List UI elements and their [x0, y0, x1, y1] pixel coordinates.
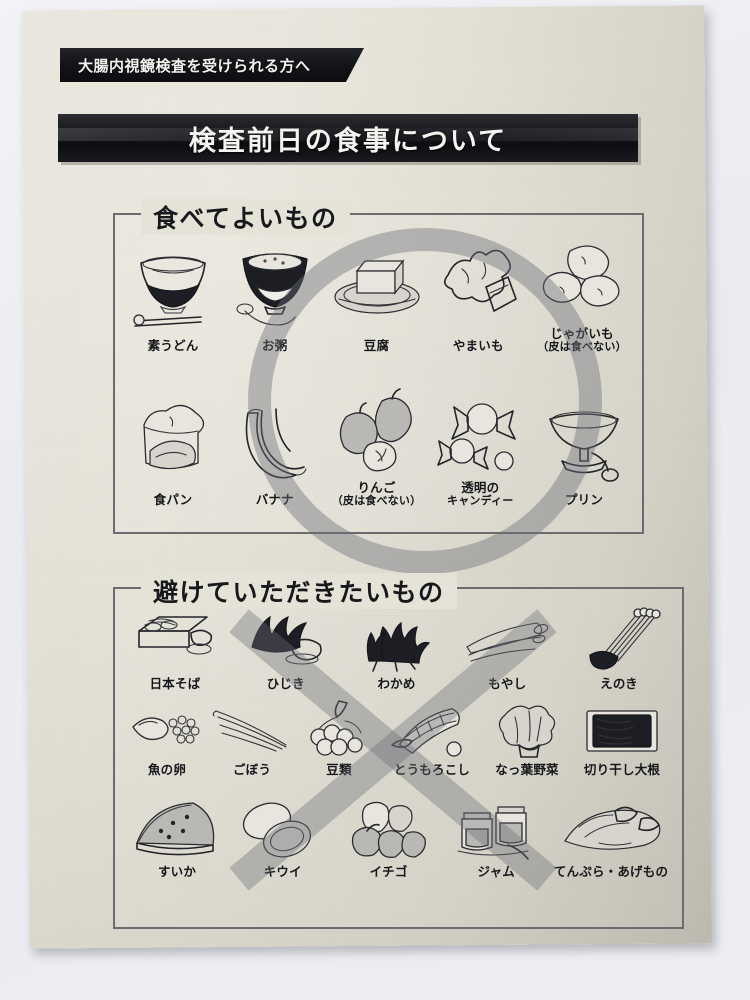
kicker-text: 大腸内視鏡検査を受けられる方へ: [78, 56, 311, 75]
page-title: 検査前日の食事について: [188, 125, 508, 157]
food-item-corn: とうもろこし: [384, 697, 480, 777]
caption: プリン: [564, 492, 604, 508]
food-item-jam: ジャム: [442, 793, 550, 879]
potatoes-icon: [534, 233, 630, 325]
food-item-purin: プリン: [534, 387, 634, 507]
caption: もやし: [488, 676, 527, 691]
food-item-dried-radish: 切り干し大根: [574, 697, 670, 777]
caption: お粥: [262, 338, 288, 353]
caption: 魚の卵: [147, 762, 187, 777]
food-item-ichigo: イチゴ: [337, 793, 441, 879]
tofu-plate-icon: [329, 229, 425, 337]
food-item-shokupan: 食パン: [123, 387, 223, 507]
burdock-root-icon: [210, 697, 294, 761]
pudding-cup-icon: [536, 395, 632, 491]
caption: 透明の キャンディー: [447, 480, 514, 507]
food-item-banana: バナナ: [225, 387, 325, 507]
caption: ひじき: [266, 676, 305, 691]
dried-radish-icon: [575, 697, 669, 761]
caption: わかめ: [377, 676, 416, 691]
beans-icon: [295, 697, 383, 761]
food-item-suika: すいか: [125, 793, 229, 879]
wrapped-candy-icon: [432, 387, 528, 479]
avoid-row-1: 日本そば ひじき: [125, 603, 670, 691]
caption: 豆腐: [363, 338, 390, 353]
section-avoid-heading: 避けていただきたいもの: [141, 573, 457, 609]
kicker-badge: 大腸内視鏡検査を受けられる方へ: [60, 48, 364, 82]
food-item-enoki: えのき: [568, 603, 670, 691]
caption: イチゴ: [369, 864, 408, 879]
caption: とうもろこし: [393, 762, 471, 777]
food-item-okayu: お粥: [225, 229, 325, 353]
jam-jars-icon: [444, 793, 548, 863]
noodle-bowl-icon: [127, 229, 219, 337]
caption: 豆類: [326, 762, 352, 777]
watermelon-icon: [127, 793, 227, 863]
hijiki-seaweed-icon: [240, 603, 332, 675]
caption: ジャム: [477, 864, 515, 879]
apples-icon: [330, 387, 424, 479]
caption: てんぷら・あげもの: [553, 864, 669, 879]
caption: じゃがいも （皮は食べない）: [537, 325, 627, 353]
caption: りんご （皮は食べない）: [331, 480, 422, 507]
food-item-nihon-soba: 日本そば: [125, 603, 225, 691]
leafy-greens-icon: [481, 697, 573, 761]
banana-icon: [228, 395, 322, 491]
food-item-hijiki: ひじき: [236, 603, 336, 691]
enoki-mushroom-icon: [572, 603, 666, 675]
bean-sprouts-icon: [461, 603, 553, 675]
avoid-row-3: すいか キウイ: [125, 793, 670, 879]
soba-tray-icon: [129, 603, 221, 675]
yam-slices-icon: [432, 229, 524, 337]
food-item-ringo: りんご （皮は食べない）: [327, 387, 427, 507]
food-item-gobo: ごぼう: [210, 697, 294, 777]
kiwi-icon: [233, 793, 333, 863]
food-item-moyashi: もやし: [457, 603, 557, 691]
caption: えのき: [600, 676, 638, 691]
caption: 日本そば: [149, 676, 201, 691]
caption: キウイ: [263, 864, 302, 879]
food-item-fish-roe: 魚の卵: [125, 697, 209, 777]
food-item-mamerui: 豆類: [295, 697, 383, 777]
caption: ごぼう: [232, 762, 272, 777]
title-bar: 検査前日の食事について: [58, 114, 638, 162]
food-item-jagaimo: じゃがいも （皮は食べない）: [530, 229, 634, 353]
caption: 食パン: [153, 492, 193, 508]
food-item-soba-udon: 素うどん: [123, 229, 223, 353]
caption: すいか: [157, 864, 197, 879]
section-avoid-panel: 避けていただきたいもの 日本そば: [113, 573, 684, 929]
allowed-row-2: 食パン バナナ: [123, 387, 634, 507]
food-item-clear-candy: 透明の キャンディー: [428, 387, 532, 507]
rice-porridge-bowl-icon: [229, 229, 321, 337]
caption: 切り干し大根: [583, 762, 661, 777]
tempura-fried-food-icon: [555, 793, 667, 863]
strawberry-icon: [339, 793, 439, 863]
caption: なっ葉野菜: [495, 762, 559, 777]
food-item-leafy-greens: なっ葉野菜: [481, 697, 573, 777]
sliced-bread-icon: [126, 395, 220, 491]
food-item-wakame: わかめ: [347, 603, 447, 691]
section-allowed-heading: 食べてよいもの: [141, 199, 350, 235]
avoid-row-2: 魚の卵 ごぼう: [125, 697, 670, 777]
caption: バナナ: [255, 492, 294, 508]
food-item-tofu: 豆腐: [327, 229, 427, 353]
section-allowed-panel: 食べてよいもの 素うどん: [113, 199, 644, 534]
corn-icon: [384, 697, 480, 761]
food-item-tempura: てんぷら・あげもの: [552, 793, 670, 879]
caption: やまいも: [452, 338, 504, 353]
food-item-yamaimo: やまいも: [428, 229, 528, 353]
caption: 素うどん: [147, 338, 199, 353]
allowed-row-1: 素うどん: [123, 229, 634, 353]
wakame-seaweed-icon: [351, 603, 443, 675]
fish-roe-icon: [125, 697, 209, 761]
food-item-kiwi: キウイ: [231, 793, 335, 879]
